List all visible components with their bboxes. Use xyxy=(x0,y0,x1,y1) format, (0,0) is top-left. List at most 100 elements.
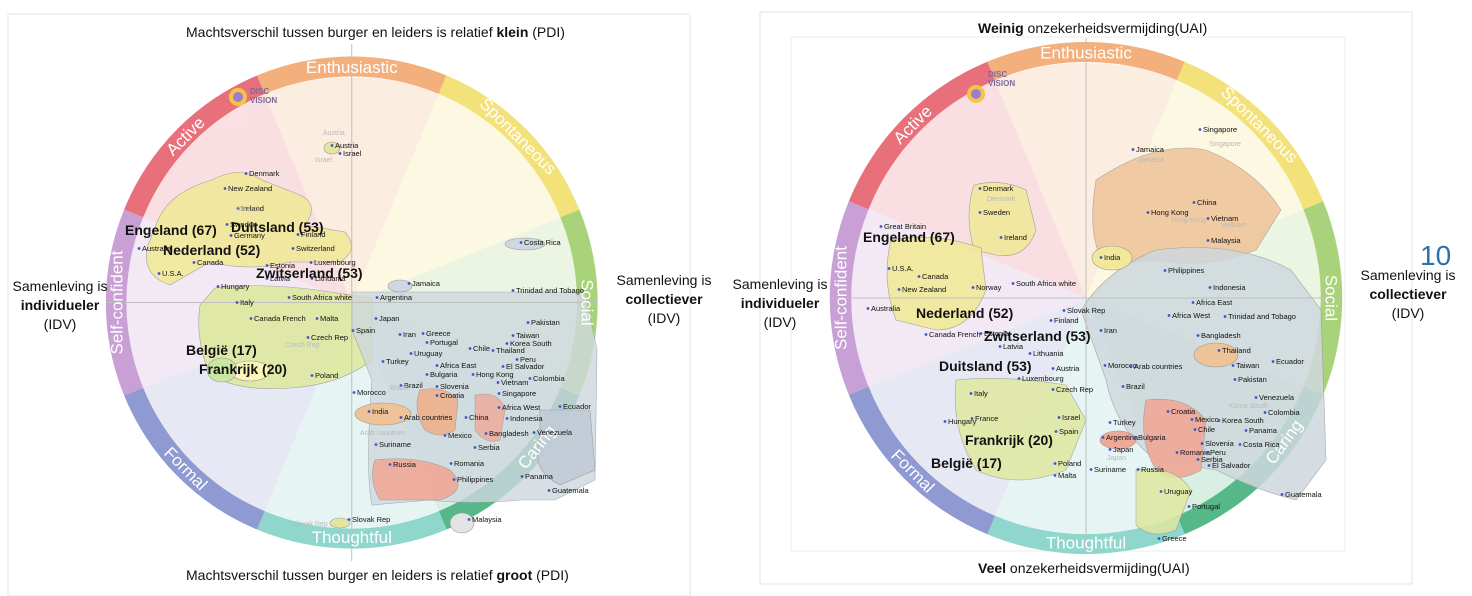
left-country-switzerland: Switzerland xyxy=(296,244,335,253)
left-side-individual: Samenleving is individueler (IDV) xyxy=(4,277,116,334)
right-country-jamaica: Jamaica xyxy=(1136,145,1165,154)
left-country-marker xyxy=(511,334,515,337)
svg-text:VISION: VISION xyxy=(250,96,277,105)
right-country-marker xyxy=(978,187,982,190)
right-bottom-caption: Veel onzekerheidsvermijding(UAI) xyxy=(978,560,1190,576)
right-country-marker xyxy=(1011,282,1015,285)
right-country-marker xyxy=(1131,148,1135,151)
right-country-spain: Spain xyxy=(1059,427,1078,436)
svg-text:DISC: DISC xyxy=(250,87,269,96)
left-country-marker xyxy=(491,349,495,352)
right-country-marker xyxy=(924,333,928,336)
left-highlight-duitsland-53: Duitsland (53) xyxy=(231,219,324,235)
caption-suffix: (PDI) xyxy=(532,567,569,583)
left-logo: DISC VISION xyxy=(229,87,277,106)
left-country-marker xyxy=(532,431,536,434)
left-country-marker xyxy=(310,277,314,280)
left-country-africa-east: Africa East xyxy=(440,361,477,370)
right-country-marker xyxy=(1062,309,1066,312)
left-country-marker xyxy=(471,373,475,376)
caption-bold: Veel xyxy=(978,560,1007,576)
left-country-marker xyxy=(192,261,196,264)
left-ghost-israel: Israel xyxy=(315,157,333,164)
right-country-marker xyxy=(1163,269,1167,272)
side-line3: (IDV) xyxy=(647,310,681,326)
left-country-czech-rep: Czech Rep xyxy=(311,333,348,342)
left-country-marker xyxy=(352,391,356,394)
right-country-marker xyxy=(1191,301,1195,304)
left-country-marker xyxy=(452,478,456,481)
left-country-hong-kong: Hong Kong xyxy=(476,370,514,379)
left-country-trinidad-and-tobago: Trinidad and Tobago xyxy=(516,286,584,295)
left-country-slovak-rep: Slovak Rep xyxy=(352,515,390,524)
right-country-marker xyxy=(998,345,1002,348)
left-country-marker xyxy=(236,207,240,210)
left-country-argentina: Argentina xyxy=(380,293,413,302)
right-country-great-britain: Great Britain xyxy=(884,222,926,231)
left-country-marker xyxy=(467,518,471,521)
right-country-marker xyxy=(1200,442,1204,445)
right-country-marker xyxy=(1157,537,1161,540)
left-country-pakistan: Pakistan xyxy=(531,318,560,327)
left-country-colombia: Colombia xyxy=(533,374,566,383)
right-country-marker xyxy=(1121,385,1125,388)
left-country-marker xyxy=(484,432,488,435)
right-country-mexico: Mexico xyxy=(1195,415,1219,424)
right-country-marker xyxy=(1136,468,1140,471)
left-ghost-slovak-rep: Slovak Rep xyxy=(292,521,328,528)
right-country-marker xyxy=(897,288,901,291)
right-country-marker xyxy=(1099,329,1103,332)
right-country-marker xyxy=(1196,334,1200,337)
left-country-croatia: Croatia xyxy=(440,391,465,400)
left-country-marker xyxy=(244,172,248,175)
left-country-marker xyxy=(407,282,411,285)
right-country-marker xyxy=(1053,474,1057,477)
left-ring-label-self-confident: Self-confident xyxy=(107,250,126,354)
right-country-slovak-rep: Slovak Rep xyxy=(1067,306,1105,315)
left-country-estonia: Estonia xyxy=(270,261,296,270)
right-country-denmark: Denmark xyxy=(983,184,1014,193)
right-country-marker xyxy=(1166,410,1170,413)
svg-text:VISION: VISION xyxy=(988,79,1015,88)
left-country-marker xyxy=(497,406,501,409)
left-country-indonesia: Indonesia xyxy=(510,414,543,423)
svg-text:DISC: DISC xyxy=(988,70,1007,79)
right-highlight-engeland-67: Engeland (67) xyxy=(863,229,955,245)
left-country-turkey: Turkey xyxy=(386,357,409,366)
left-ghost-czech-rep: Czech Rep xyxy=(285,342,320,349)
right-country-marker xyxy=(1129,365,1133,368)
right-country-marker xyxy=(1208,286,1212,289)
left-country-u-s-a: U.S.A. xyxy=(162,269,184,278)
right-country-new-zealand: New Zealand xyxy=(902,285,946,294)
left-country-marker xyxy=(291,247,295,250)
right-country-israel: Israel xyxy=(1062,413,1081,422)
right-country-marker xyxy=(943,420,947,423)
left-country-marker xyxy=(265,277,269,280)
left-side-collective: Samenleving is collectiever (IDV) xyxy=(606,271,722,328)
right-country-russia: Russia xyxy=(1141,465,1165,474)
left-country-china: China xyxy=(469,413,489,422)
left-country-mexico: Mexico xyxy=(448,431,472,440)
left-country-el-salvador: El Salvador xyxy=(506,362,545,371)
right-country-argentina: Argentina xyxy=(1106,433,1139,442)
left-country-marker xyxy=(497,392,501,395)
right-country-africa-east: Africa East xyxy=(1196,298,1233,307)
left-highlight-belgie-17: België (17) xyxy=(186,342,257,358)
left-country-marker xyxy=(473,446,477,449)
right-country-arab-countries: Arab countries xyxy=(1134,362,1183,371)
right-country-marker xyxy=(1089,468,1093,471)
right-country-marker xyxy=(1217,419,1221,422)
right-country-italy: Italy xyxy=(974,389,988,398)
left-country-marker xyxy=(464,416,468,419)
right-side-individual: Samenleving is individueler (IDV) xyxy=(720,275,840,332)
left-country-marker xyxy=(547,489,551,492)
left-country-marker xyxy=(310,374,314,377)
right-country-marker xyxy=(866,307,870,310)
right-ring-label-enthusiastic: Enthusiastic xyxy=(1040,44,1132,63)
caption-bold: klein xyxy=(496,24,529,40)
left-ring-label-social: Social xyxy=(577,279,596,325)
left-country-germany: Germany xyxy=(234,231,265,240)
right-country-korea-south: Korea South xyxy=(1222,416,1264,425)
right-country-marker xyxy=(1133,436,1137,439)
